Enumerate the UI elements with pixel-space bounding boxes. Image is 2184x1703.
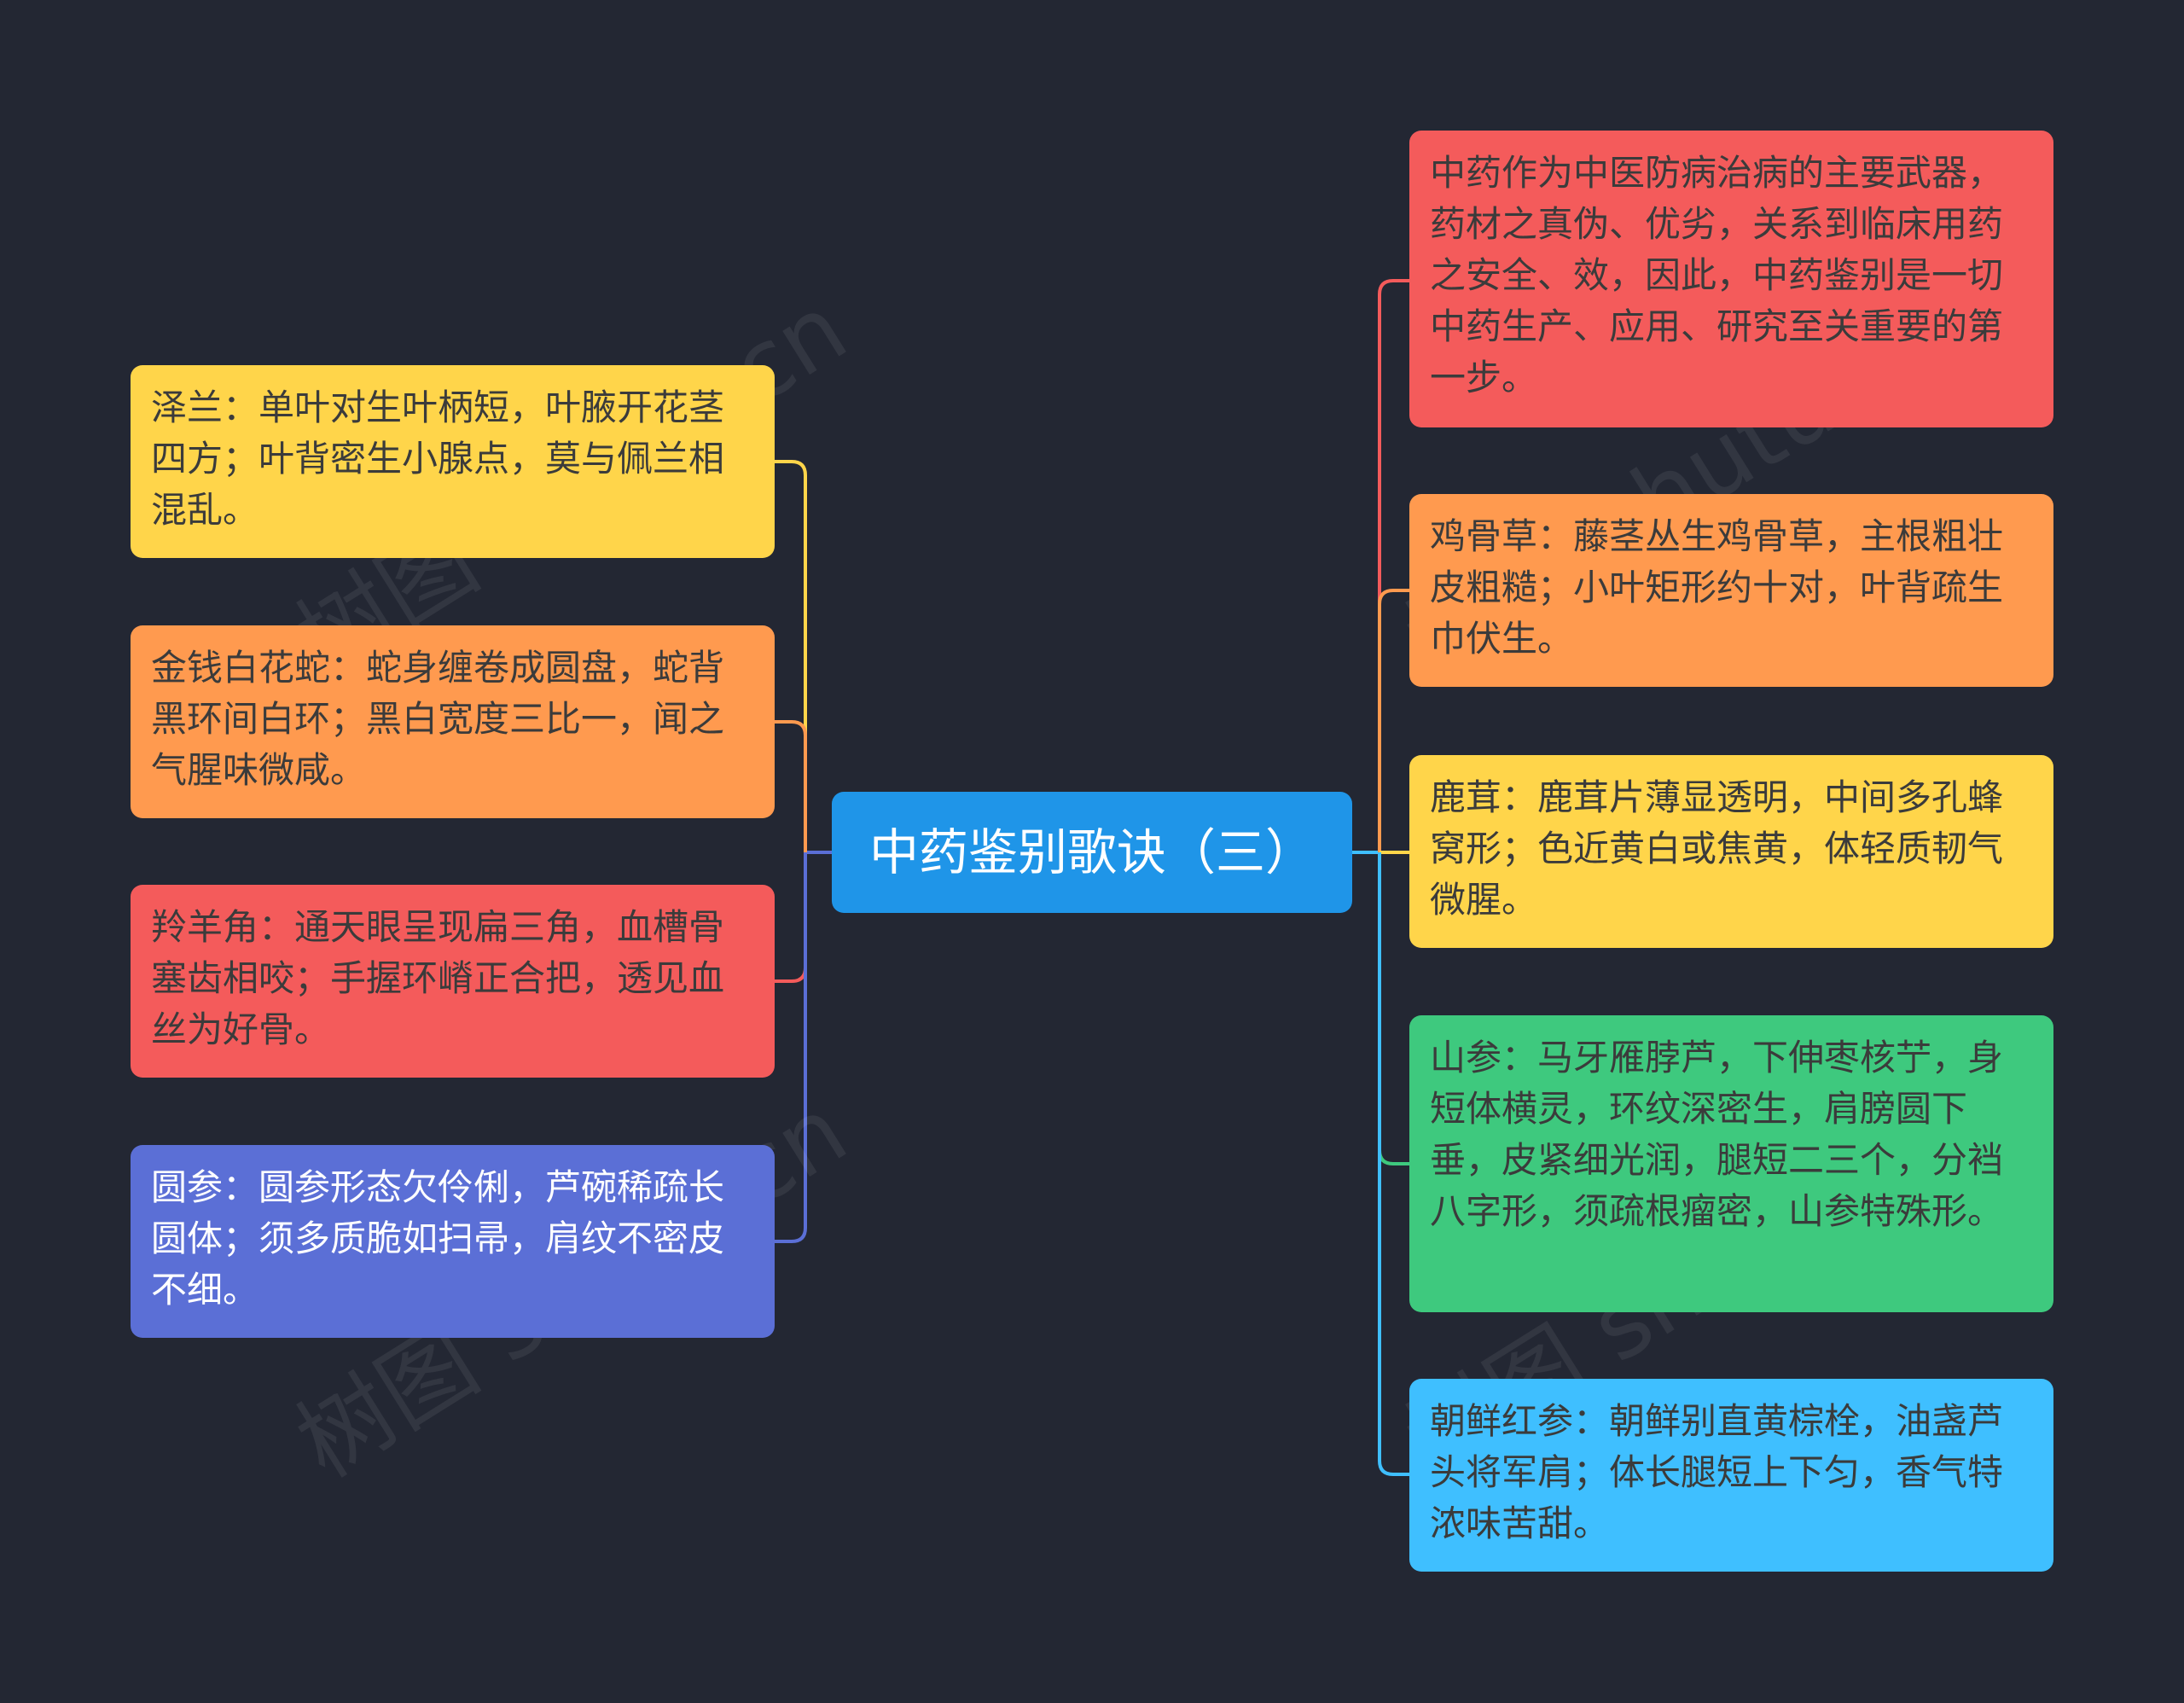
topic-shanshen[interactable]: 山参：马牙雁脖芦，下伸枣核艼，身短体横灵，环纹深密生，肩膀圆下垂，皮紧细光润，腿…	[1409, 1015, 2053, 1312]
topic-lingyangjiao[interactable]: 羚羊角：通天眼呈现扁三角，血槽骨塞齿相咬；手握环嵴正合把，透见血丝为好骨。	[131, 885, 775, 1078]
connector-left-1	[775, 720, 807, 852]
topic-jigucao[interactable]: 鸡骨草：藤茎丛生鸡骨草，主根粗壮皮粗糙；小叶矩形约十对，叶背疏生巾伏生。	[1409, 494, 2053, 687]
connector-left-0	[775, 460, 807, 852]
root-topic[interactable]: 中药鉴别歌诀（三）	[832, 792, 1352, 913]
topic-lurong[interactable]: 鹿茸：鹿茸片薄显透明，中间多孔蜂窝形；色近黄白或焦黄，体轻质韧气微腥。	[1409, 755, 2053, 948]
connector-right-3	[1378, 852, 1409, 1165]
connector-left-2	[775, 852, 807, 983]
topic-yuanshen[interactable]: 圆参：圆参形态欠伶俐，芦碗稀疏长圆体；须多质脆如扫帚，肩纹不密皮不细。	[131, 1145, 775, 1338]
topic-intro[interactable]: 中药作为中医防病治病的主要武器，药材之真伪、优劣，关系到临床用药之安全、效，因此…	[1409, 131, 2053, 427]
connector-right-1	[1378, 589, 1409, 852]
connector-left-3	[775, 852, 807, 1243]
connector-right-0	[1378, 279, 1409, 852]
topic-chaoxian-hongshen[interactable]: 朝鲜红参：朝鲜别直黄棕栓，油盏芦头将军肩；体长腿短上下匀，香气特浓味苦甜。	[1409, 1379, 2053, 1572]
connector-right-4	[1378, 852, 1409, 1476]
topic-jinqian-baihuashe[interactable]: 金钱白花蛇：蛇身缠卷成圆盘，蛇背黑环间白环；黑白宽度三比一，闻之气腥味微咸。	[131, 625, 775, 818]
topic-zelan[interactable]: 泽兰：单叶对生叶柄短，叶腋开花茎四方；叶背密生小腺点，莫与佩兰相混乱。	[131, 365, 775, 558]
